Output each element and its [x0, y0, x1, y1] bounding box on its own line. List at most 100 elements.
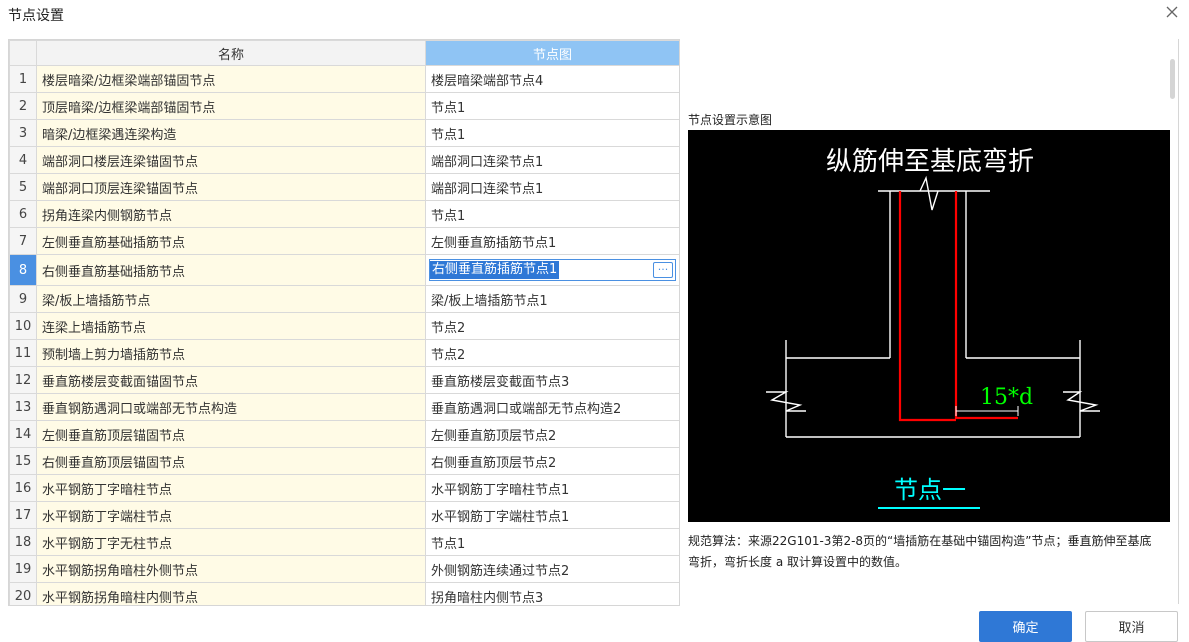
- row-index[interactable]: 11: [9, 339, 37, 367]
- row-node-diagram[interactable]: 垂直筋遇洞口或端部无节点构造2: [425, 393, 679, 421]
- row-index[interactable]: 17: [9, 501, 37, 529]
- row-node-diagram[interactable]: 端部洞口连梁节点1: [425, 173, 679, 201]
- preview-label: 节点设置示意图: [688, 113, 773, 127]
- row-index[interactable]: 16: [9, 474, 37, 502]
- row-index[interactable]: 9: [9, 285, 37, 313]
- row-index[interactable]: 10: [9, 312, 37, 340]
- row-name: 右侧垂直筋顶层锚固节点: [36, 447, 426, 475]
- row-index[interactable]: 3: [9, 119, 37, 147]
- row-node-diagram[interactable]: 节点1: [425, 92, 679, 120]
- row-node-diagram[interactable]: 水平钢筋丁字暗柱节点1: [425, 474, 679, 502]
- diagram-caption: 节点一: [894, 476, 966, 504]
- row-name: 顶层暗梁/边框梁端部锚固节点: [36, 92, 426, 120]
- row-name: 预制墙上剪力墙插筋节点: [36, 339, 426, 367]
- rule-description: 规范算法：来源22G101-3第2-8页的“墙插筋在基础中锚固构造”节点；垂直筋…: [688, 534, 1152, 569]
- row-node-diagram[interactable]: 右侧垂直筋顶层节点2: [425, 447, 679, 475]
- row-index[interactable]: 5: [9, 173, 37, 201]
- row-index[interactable]: 2: [9, 92, 37, 120]
- header-node-diagram[interactable]: 节点图: [425, 40, 679, 66]
- row-node-diagram[interactable]: 拐角暗柱内侧节点3: [425, 582, 679, 605]
- row-name: 左侧垂直筋基础插筋节点: [36, 227, 426, 255]
- row-name: 楼层暗梁/边框梁端部锚固节点: [36, 65, 426, 93]
- header-name[interactable]: 名称: [36, 40, 426, 66]
- row-index[interactable]: 19: [9, 555, 37, 583]
- row-index[interactable]: 8: [9, 254, 37, 286]
- row-name: 暗梁/边框梁遇连梁构造: [36, 119, 426, 147]
- row-index[interactable]: 7: [9, 227, 37, 255]
- confirm-button[interactable]: 确定: [979, 611, 1072, 642]
- row-name: 水平钢筋丁字端柱节点: [36, 501, 426, 529]
- row-name: 水平钢筋拐角暗柱外侧节点: [36, 555, 426, 583]
- header-index: [9, 40, 37, 66]
- close-icon[interactable]: [1163, 3, 1181, 21]
- cancel-button[interactable]: 取消: [1085, 611, 1178, 642]
- scrollbar-thumb[interactable]: [1170, 59, 1175, 99]
- row-node-diagram[interactable]: 外侧钢筋连续通过节点2: [425, 555, 679, 583]
- row-node-diagram[interactable]: 左侧垂直筋顶层节点2: [425, 420, 679, 448]
- node-diagram-editor-value[interactable]: 右侧垂直筋插筋节点1: [430, 261, 560, 279]
- row-node-diagram[interactable]: 节点1: [425, 200, 679, 228]
- diagram-title-text: 纵筋伸至基底弯折: [826, 147, 1034, 177]
- row-name: 端部洞口楼层连梁锚固节点: [36, 146, 426, 174]
- dialog-title: 节点设置: [8, 8, 64, 24]
- row-node-diagram[interactable]: 节点1: [425, 119, 679, 147]
- row-name: 水平钢筋拐角暗柱内侧节点: [36, 582, 426, 605]
- row-node-diagram[interactable]: 左侧垂直筋插筋节点1: [425, 227, 679, 255]
- row-node-diagram[interactable]: 水平钢筋丁字端柱节点1: [425, 501, 679, 529]
- row-name: 水平钢筋丁字无柱节点: [36, 528, 426, 556]
- row-index[interactable]: 4: [9, 146, 37, 174]
- table-header-row: 名称 节点图: [9, 40, 679, 66]
- node-diagram-editor[interactable]: 右侧垂直筋插筋节点1 ···: [429, 259, 676, 281]
- row-node-diagram[interactable]: 节点2: [425, 312, 679, 340]
- row-name: 连梁上墙插筋节点: [36, 312, 426, 340]
- preview-pane: 节点设置示意图 纵筋伸至基底弯折 15*d: [679, 39, 1181, 604]
- row-name: 端部洞口顶层连梁锚固节点: [36, 173, 426, 201]
- row-name: 拐角连梁内侧钢筋节点: [36, 200, 426, 228]
- row-name: 垂直钢筋遇洞口或端部无节点构造: [36, 393, 426, 421]
- node-diagram-preview: 纵筋伸至基底弯折 15*d 节点一: [688, 130, 1170, 522]
- row-node-diagram[interactable]: 右侧垂直筋插筋节点1 ···: [425, 254, 679, 286]
- row-index[interactable]: 13: [9, 393, 37, 421]
- row-node-diagram[interactable]: 节点2: [425, 339, 679, 367]
- row-index[interactable]: 14: [9, 420, 37, 448]
- row-node-diagram[interactable]: 楼层暗梁端部节点4: [425, 65, 679, 93]
- dimension-label: 15*d: [980, 385, 1033, 410]
- row-name: 水平钢筋丁字暗柱节点: [36, 474, 426, 502]
- row-index[interactable]: 12: [9, 366, 37, 394]
- row-node-diagram[interactable]: 端部洞口连梁节点1: [425, 146, 679, 174]
- row-node-diagram[interactable]: 节点1: [425, 528, 679, 556]
- row-node-diagram[interactable]: 梁/板上墙插筋节点1: [425, 285, 679, 313]
- row-name: 右侧垂直筋基础插筋节点: [36, 254, 426, 286]
- row-name: 垂直筋楼层变截面锚固节点: [36, 366, 426, 394]
- row-name: 左侧垂直筋顶层锚固节点: [36, 420, 426, 448]
- row-name: 梁/板上墙插筋节点: [36, 285, 426, 313]
- row-index[interactable]: 15: [9, 447, 37, 475]
- row-index[interactable]: 6: [9, 200, 37, 228]
- row-node-diagram[interactable]: 垂直筋楼层变截面节点3: [425, 366, 679, 394]
- ellipsis-icon[interactable]: ···: [653, 262, 673, 278]
- row-index[interactable]: 18: [9, 528, 37, 556]
- row-index[interactable]: 1: [9, 65, 37, 93]
- row-index[interactable]: 20: [9, 582, 37, 605]
